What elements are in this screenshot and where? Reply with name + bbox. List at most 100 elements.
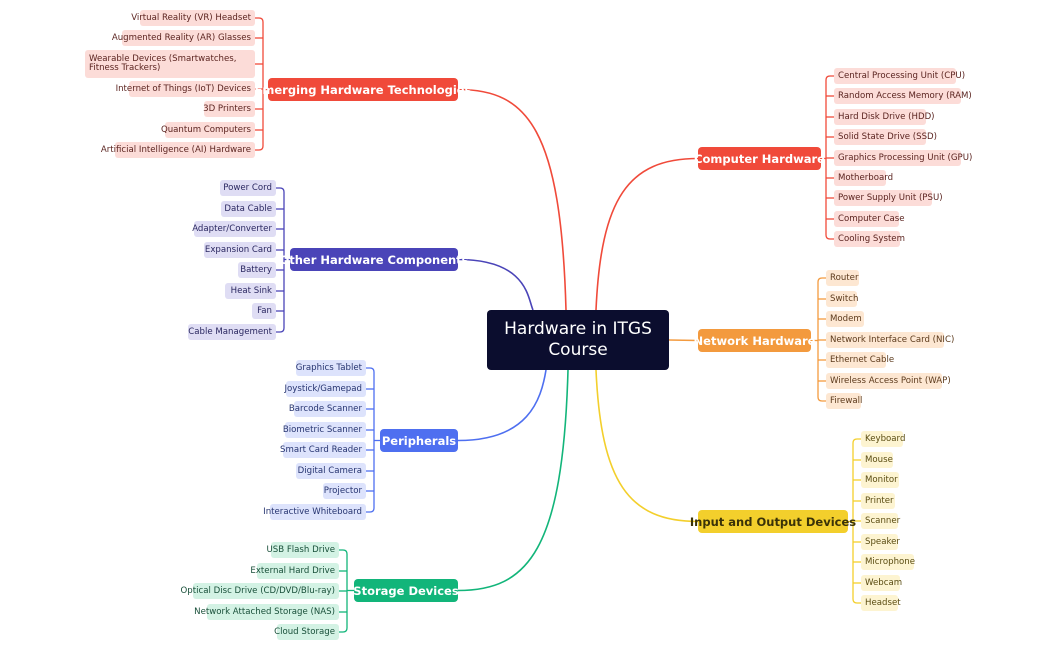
branch-node[interactable]: Input and Output Devices bbox=[690, 510, 856, 533]
leaf-label: Solid State Drive (SSD) bbox=[838, 131, 938, 142]
leaf-label: Microphone bbox=[865, 556, 916, 567]
leaf-node[interactable]: Network Attached Storage (NAS) bbox=[194, 604, 339, 620]
leaf-label: Heat Sink bbox=[230, 285, 272, 296]
leaf-node[interactable]: Hard Disk Drive (HDD) bbox=[834, 109, 935, 125]
leaf-node[interactable]: Joystick/Gamepad bbox=[284, 381, 366, 397]
leaf-label: Random Access Memory (RAM) bbox=[838, 90, 972, 101]
leaf-label: USB Flash Drive bbox=[266, 544, 335, 555]
leaf-label: Internet of Things (IoT) Devices bbox=[115, 83, 251, 94]
leaf-node[interactable]: Interactive Whiteboard bbox=[263, 504, 366, 520]
connector-line bbox=[339, 549, 348, 555]
branch-node[interactable]: Storage Devices bbox=[353, 579, 459, 602]
leaf-node[interactable]: Solid State Drive (SSD) bbox=[834, 129, 937, 145]
leaf-label: Motherboard bbox=[838, 172, 894, 183]
leaf-node[interactable]: Power Cord bbox=[220, 180, 276, 196]
leaf-label: Mouse bbox=[865, 454, 893, 465]
branch-node[interactable]: Other Hardware Components bbox=[279, 248, 469, 271]
leaf-label: Fan bbox=[257, 305, 272, 316]
leaf-node[interactable]: Switch bbox=[826, 291, 859, 307]
leaf-node[interactable]: Headset bbox=[861, 595, 901, 611]
leaf-node[interactable]: Firewall bbox=[826, 393, 863, 409]
connector-line bbox=[366, 507, 375, 513]
leaf-node[interactable]: External Hard Drive bbox=[250, 563, 339, 579]
connector-line bbox=[457, 369, 547, 442]
leaf-node[interactable]: Printer bbox=[861, 493, 895, 509]
leaf-node[interactable]: Cloud Storage bbox=[274, 624, 339, 640]
leaf-label: Power Cord bbox=[223, 182, 272, 193]
leaf-node[interactable]: Augmented Reality (AR) Glasses bbox=[112, 30, 255, 46]
leaf-node[interactable]: Webcam bbox=[861, 575, 902, 591]
leaf-node[interactable]: Network Interface Card (NIC) bbox=[826, 332, 954, 348]
connector-line bbox=[817, 277, 826, 283]
leaf-node[interactable]: Monitor bbox=[861, 472, 899, 488]
leaf-node[interactable]: Random Access Memory (RAM) bbox=[834, 88, 972, 104]
leaf-label: Scanner bbox=[865, 515, 901, 526]
root-node[interactable]: Hardware in ITGS Course bbox=[487, 310, 669, 370]
leaf-node[interactable]: Barcode Scanner bbox=[289, 401, 366, 417]
leaf-node[interactable]: Artificial Intelligence (AI) Hardware bbox=[101, 142, 255, 158]
leaf-node[interactable]: Wearable Devices (Smartwatches, Fitness … bbox=[85, 50, 255, 78]
leaf-node[interactable]: Quantum Computers bbox=[161, 122, 255, 138]
leaf-node[interactable]: Digital Camera bbox=[296, 463, 366, 479]
leaf-node[interactable]: Internet of Things (IoT) Devices bbox=[116, 81, 255, 97]
branch-node[interactable]: Peripherals bbox=[380, 429, 458, 452]
leaf-node[interactable]: Computer Case bbox=[834, 211, 904, 227]
leaf-label: Printer bbox=[865, 495, 894, 506]
leaf-label: Data Cable bbox=[224, 203, 272, 214]
leaf-label: Wireless Access Point (WAP) bbox=[830, 375, 951, 386]
leaf-node[interactable]: Scanner bbox=[861, 513, 901, 529]
leaf-node[interactable]: Microphone bbox=[861, 554, 916, 570]
leaf-node[interactable]: 3D Printers bbox=[203, 101, 255, 117]
connector-line bbox=[339, 627, 348, 633]
leaf-label: Quantum Computers bbox=[160, 124, 251, 135]
leaf-node[interactable]: Battery bbox=[238, 262, 276, 278]
leaf-label: External Hard Drive bbox=[250, 565, 335, 576]
leaf-node[interactable]: Expansion Card bbox=[204, 242, 276, 258]
leaf-node[interactable]: Graphics Processing Unit (GPU) bbox=[834, 150, 972, 166]
branch-node[interactable]: Computer Hardware bbox=[694, 147, 825, 170]
leaf-node[interactable]: Biometric Scanner bbox=[283, 422, 366, 438]
leaf-label: Joystick/Gamepad bbox=[284, 383, 362, 394]
connector-line bbox=[595, 369, 699, 523]
leaf-label: Keyboard bbox=[865, 433, 906, 444]
leaf-node[interactable]: Projector bbox=[323, 483, 366, 499]
leaf-node[interactable]: Graphics Tablet bbox=[296, 360, 366, 376]
branch-node[interactable]: Network Hardware bbox=[694, 329, 815, 352]
leaf-node[interactable]: Cable Management bbox=[188, 324, 276, 340]
leaf-node[interactable]: Data Cable bbox=[221, 201, 276, 217]
leaf-label: Projector bbox=[323, 485, 362, 496]
connector-line bbox=[276, 187, 285, 193]
leaf-node[interactable]: Router bbox=[826, 270, 859, 286]
leaf-node[interactable]: Wireless Access Point (WAP) bbox=[826, 373, 951, 389]
leaf-node[interactable]: Mouse bbox=[861, 452, 893, 468]
connector-line bbox=[457, 88, 567, 311]
leaf-node[interactable]: Power Supply Unit (PSU) bbox=[834, 190, 943, 206]
leaf-node[interactable]: Fan bbox=[252, 303, 276, 319]
leaf-label: Switch bbox=[830, 293, 859, 304]
leaf-node[interactable]: Smart Card Reader bbox=[280, 442, 366, 458]
branch-node[interactable]: Emerging Hardware Technologies bbox=[255, 78, 471, 101]
leaf-label: Computer Case bbox=[838, 213, 905, 224]
leaf-node[interactable]: Central Processing Unit (CPU) bbox=[834, 68, 965, 84]
leaf-node[interactable]: Keyboard bbox=[861, 431, 906, 447]
leaf-node[interactable]: Cooling System bbox=[834, 231, 905, 247]
branch-label: Input and Output Devices bbox=[689, 514, 857, 529]
leaf-label: Cooling System bbox=[838, 233, 905, 244]
leaf-label: Speaker bbox=[865, 536, 900, 547]
branch-label: Storage Devices bbox=[353, 583, 459, 598]
leaf-node[interactable]: Optical Disc Drive (CD/DVD/Blu-ray) bbox=[181, 583, 339, 599]
leaf-node[interactable]: Motherboard bbox=[834, 170, 893, 186]
leaf-label: Cloud Storage bbox=[274, 626, 335, 637]
leaf-node[interactable]: Virtual Reality (VR) Headset bbox=[131, 10, 255, 26]
leaf-node[interactable]: Modem bbox=[826, 311, 864, 327]
leaf-label: Firewall bbox=[830, 395, 863, 406]
leaf-label: Network Interface Card (NIC) bbox=[830, 334, 955, 345]
connector-line bbox=[595, 157, 699, 311]
leaf-node[interactable]: Heat Sink bbox=[225, 283, 276, 299]
leaf-node[interactable]: Adapter/Converter bbox=[192, 221, 276, 237]
leaf-label: Digital Camera bbox=[297, 465, 362, 476]
leaf-node[interactable]: Ethernet Cable bbox=[826, 352, 894, 368]
leaf-node[interactable]: Speaker bbox=[861, 534, 900, 550]
leaf-node[interactable]: USB Flash Drive bbox=[266, 542, 339, 558]
